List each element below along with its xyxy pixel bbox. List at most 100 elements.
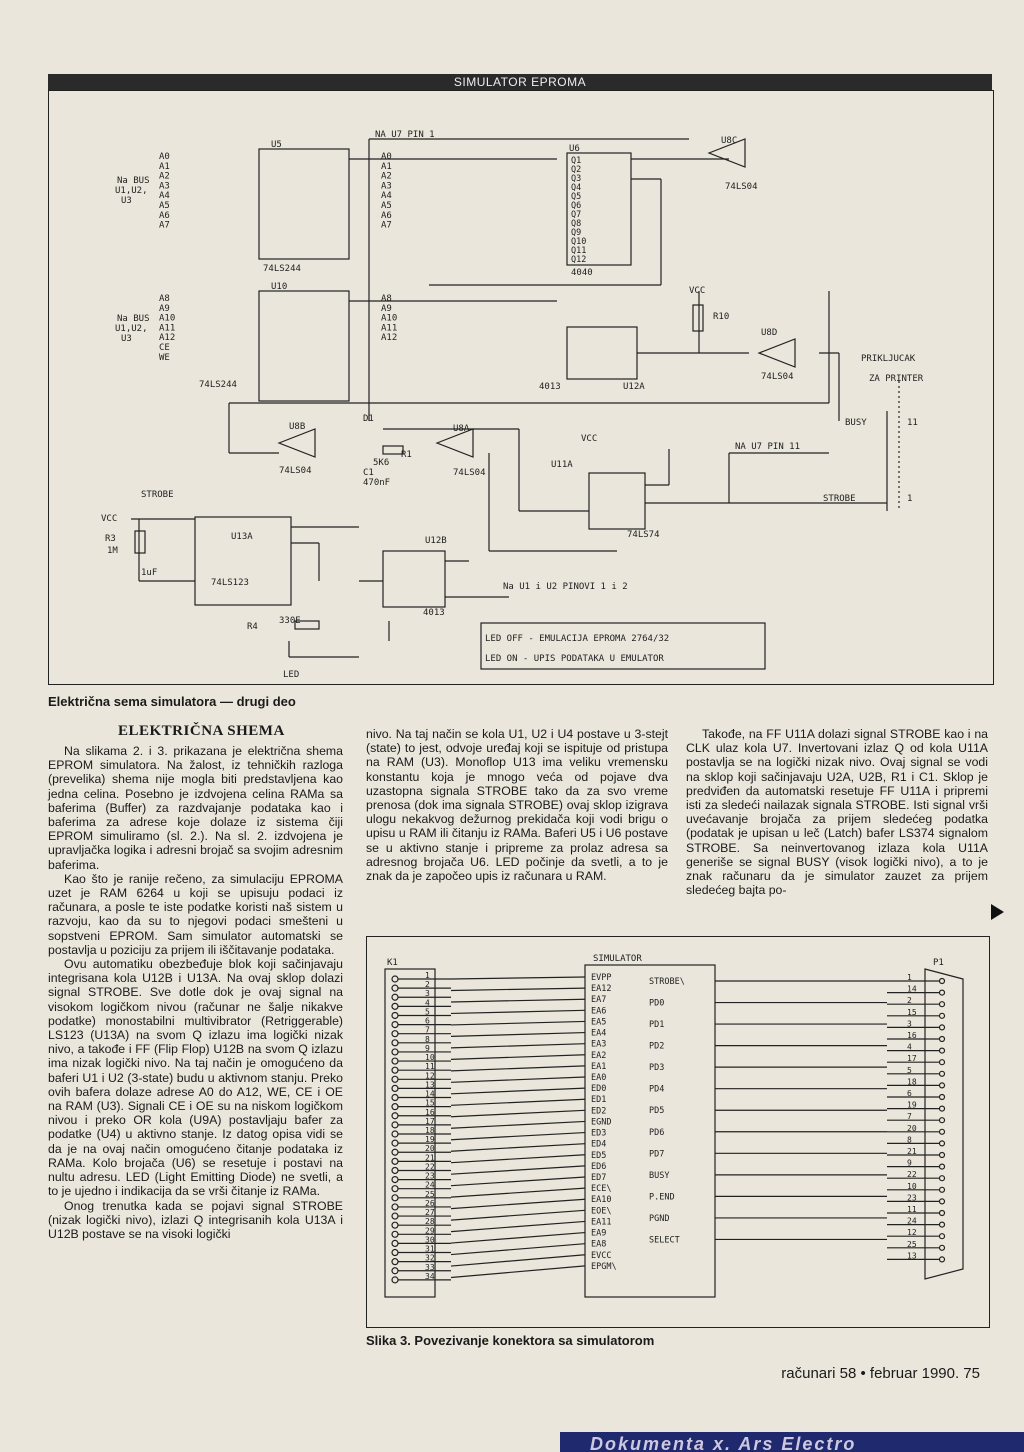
sim-wire	[450, 1176, 586, 1187]
u8d-label: U8D	[761, 328, 777, 338]
sim-right-signal: PD6	[649, 1128, 664, 1138]
sim-left-signal: EA7	[591, 995, 606, 1005]
u10-chip	[258, 290, 350, 402]
address-label: A5	[381, 201, 392, 211]
sim-left-signal: ED0	[591, 1084, 606, 1094]
sim-wire	[450, 1120, 586, 1129]
sim-left-signal: EOE\	[591, 1206, 611, 1216]
col1-paragraph: Kao što je ranije rečeno, za simulaciju …	[48, 871, 343, 957]
p1-pin-number: 25	[907, 1240, 917, 1249]
address-label: A5	[159, 201, 170, 211]
k1-pin-number: 32	[425, 1254, 435, 1263]
u11a-type: 74LS74	[627, 530, 660, 540]
p1-pin-dot	[938, 1209, 946, 1217]
k1-pin-dot	[391, 1166, 399, 1175]
u13a-type: 74LS123	[211, 578, 249, 588]
k1-pin-dot	[391, 1248, 399, 1257]
p1-pin-dot	[938, 989, 946, 996]
sim-wire	[450, 1254, 586, 1267]
sim-wire	[450, 1220, 586, 1233]
k1-pin-dot	[391, 1130, 399, 1138]
u6-output-label: Q4	[571, 183, 581, 193]
u12a-label: U12A	[623, 382, 645, 392]
sim-wire	[450, 987, 586, 992]
k1-pin-dot	[391, 1212, 399, 1220]
u12b-chip	[382, 550, 446, 608]
p1-pin-number: 21	[907, 1147, 917, 1156]
sim-wire	[450, 1154, 586, 1164]
u6-output-label: Q10	[571, 237, 586, 247]
sim-wire	[450, 1243, 586, 1256]
k1-pin-number: 12	[425, 1071, 435, 1080]
col1-paragraph: Ovu automatiku obezbeđuje blok koji sači…	[48, 957, 343, 1199]
address-label: A7	[159, 221, 170, 231]
address-label: WE	[159, 353, 170, 363]
schematic-frame: Na BUS U1,U2, U3 Na BUS U1,U2, U3 U5 74L…	[48, 90, 994, 685]
u12a-type: 4013	[539, 382, 561, 392]
sim-wire	[450, 1165, 586, 1175]
sim-right-signal: PD5	[649, 1106, 664, 1116]
u6-output-label: Q11	[571, 246, 586, 256]
sim-left-signal: ED3	[591, 1129, 606, 1139]
sim-left-signal: ECE\	[591, 1184, 611, 1194]
sim-left-signal: EA5	[591, 1017, 606, 1027]
busy-pin-label: 11	[907, 418, 918, 428]
u8c-type: 74LS04	[725, 182, 758, 192]
text-column-1: Na slikama 2. i 3. prikazana je električ…	[48, 744, 343, 1241]
address-label: A12	[159, 333, 175, 343]
p1-pin-number: 17	[907, 1054, 917, 1063]
p1-pin-dot	[938, 977, 946, 985]
schematic-diagram: Na BUS U1,U2, U3 Na BUS U1,U2, U3 U5 74L…	[101, 130, 924, 680]
bus1-label: Na BUS	[117, 176, 150, 186]
k1-pin-number: 23	[425, 1172, 435, 1181]
strobe-right-label: STROBE	[823, 494, 856, 504]
address-label: A6	[381, 211, 392, 221]
text-column-2: nivo. Na taj način se kola U1, U2 i U4 p…	[366, 727, 668, 883]
sim-wire	[450, 1054, 586, 1060]
sim-right-signal: PD7	[649, 1149, 664, 1159]
k1-pin-number: 18	[425, 1126, 435, 1135]
continue-arrow-icon	[991, 904, 1004, 920]
p1-pin-dot	[938, 1186, 946, 1193]
sim-wire	[450, 1043, 586, 1049]
address-label: A10	[159, 314, 175, 324]
p1-pin-dot	[938, 1221, 946, 1228]
p1-pin-number: 23	[907, 1193, 917, 1202]
k1-pin-dot	[391, 1011, 399, 1020]
sim-wire	[450, 1031, 586, 1038]
c-1uf-label: 1uF	[141, 568, 157, 578]
p1-pin-dot	[938, 1233, 946, 1240]
sim-left-signal: EA9	[591, 1229, 606, 1239]
k1-pin-number: 4	[425, 998, 430, 1007]
p1-pin-number: 3	[907, 1019, 912, 1028]
u11a-chip	[588, 472, 646, 530]
address-label: A4	[159, 191, 170, 201]
k1-pin-dot	[391, 1093, 399, 1102]
sim-wire	[450, 1065, 586, 1072]
k1-pin-number: 5	[425, 1007, 430, 1016]
k1-pin-dot	[391, 1057, 399, 1065]
address-label: A3	[381, 181, 392, 191]
k1-label: K1	[387, 958, 398, 968]
u6-output-label: Q6	[571, 201, 581, 211]
sim-wire	[450, 1109, 586, 1118]
led-off-text: LED OFF - EMULACIJA EPROMA 2764/32	[485, 634, 669, 644]
vcc2-label: VCC	[581, 434, 597, 444]
d1-label: D1	[363, 414, 374, 424]
p1-pin-dot	[938, 1001, 946, 1008]
k1-pin-number: 25	[425, 1190, 435, 1199]
k1-pin-number: 34	[425, 1272, 435, 1281]
k1-pin-number: 24	[425, 1181, 435, 1190]
k1-pin-number: 33	[425, 1263, 435, 1272]
p1-pin-dot	[938, 1128, 946, 1135]
u8d-type: 74LS04	[761, 372, 794, 382]
sim-left-signal: EA4	[591, 1029, 606, 1039]
sim-left-signal: EVCC	[591, 1251, 611, 1261]
k1-pin-number: 16	[425, 1108, 435, 1117]
address-label: A4	[381, 191, 392, 201]
p1-pin-number: 8	[907, 1135, 912, 1144]
k1-pin-dot	[391, 1039, 399, 1047]
bus2-label: Na BUS	[117, 314, 150, 324]
address-label: A0	[159, 152, 170, 162]
